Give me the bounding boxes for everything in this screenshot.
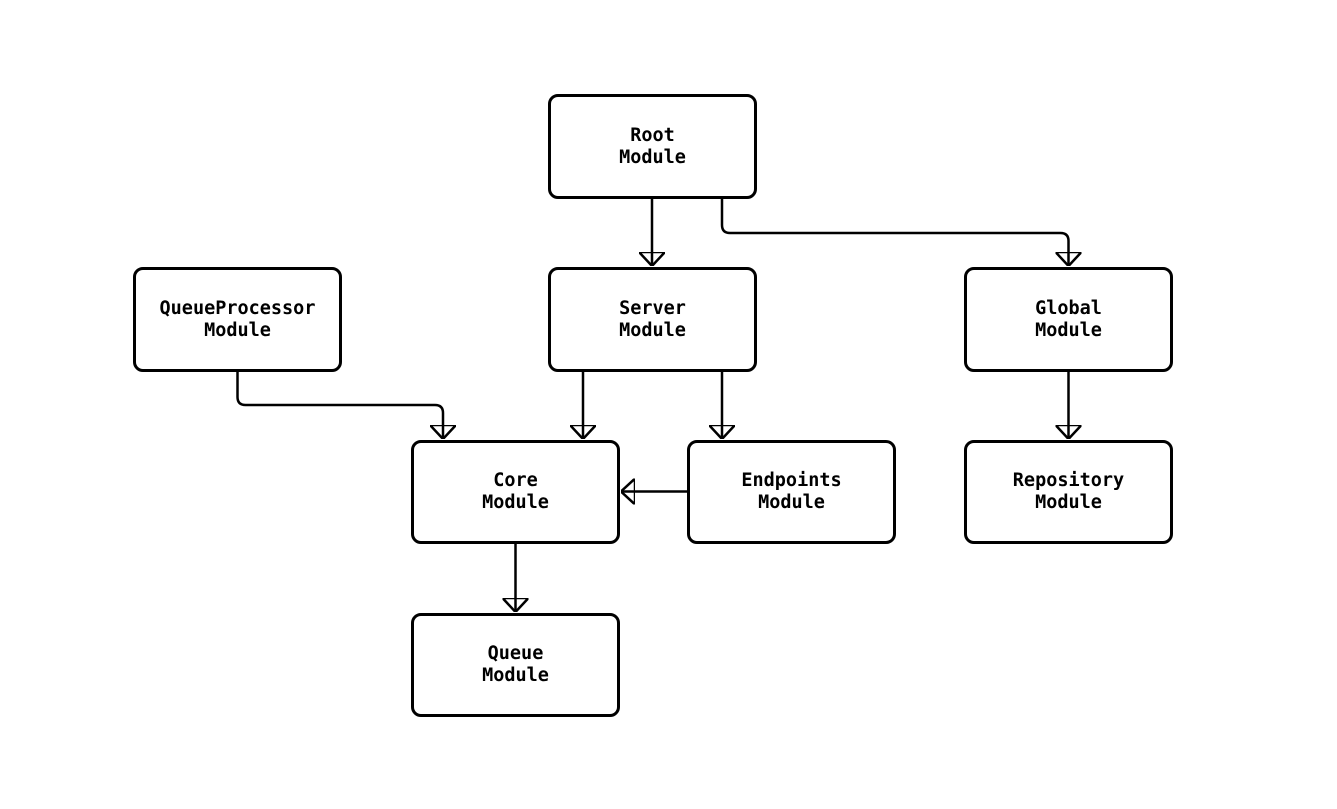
node-global-module: Global Module <box>964 267 1173 372</box>
node-queueprocessor-module: QueueProcessor Module <box>133 267 342 372</box>
node-core-module: Core Module <box>411 440 620 544</box>
edge-queueprocessor-to-core <box>236 372 444 439</box>
node-server-module-label: Server Module <box>619 297 686 341</box>
node-endpoints-module: Endpoints Module <box>687 440 896 544</box>
node-repository-module: Repository Module <box>964 440 1173 544</box>
node-queueprocessor-module-label: QueueProcessor Module <box>159 297 316 341</box>
node-repository-module-label: Repository Module <box>1012 470 1125 513</box>
node-endpoints-module-label: Endpoints Module <box>741 470 842 513</box>
edge-root-to-global <box>720 198 1069 266</box>
node-server-module: Server Module <box>548 267 757 372</box>
node-core-module-label: Core Module <box>482 470 549 513</box>
node-global-module-label: Global Module <box>1035 297 1102 341</box>
node-root-module-label: Root Module <box>619 124 686 168</box>
node-root-module: Root Module <box>548 94 757 199</box>
node-queue-module: Queue Module <box>411 613 620 717</box>
node-queue-module-label: Queue Module <box>482 643 549 686</box>
